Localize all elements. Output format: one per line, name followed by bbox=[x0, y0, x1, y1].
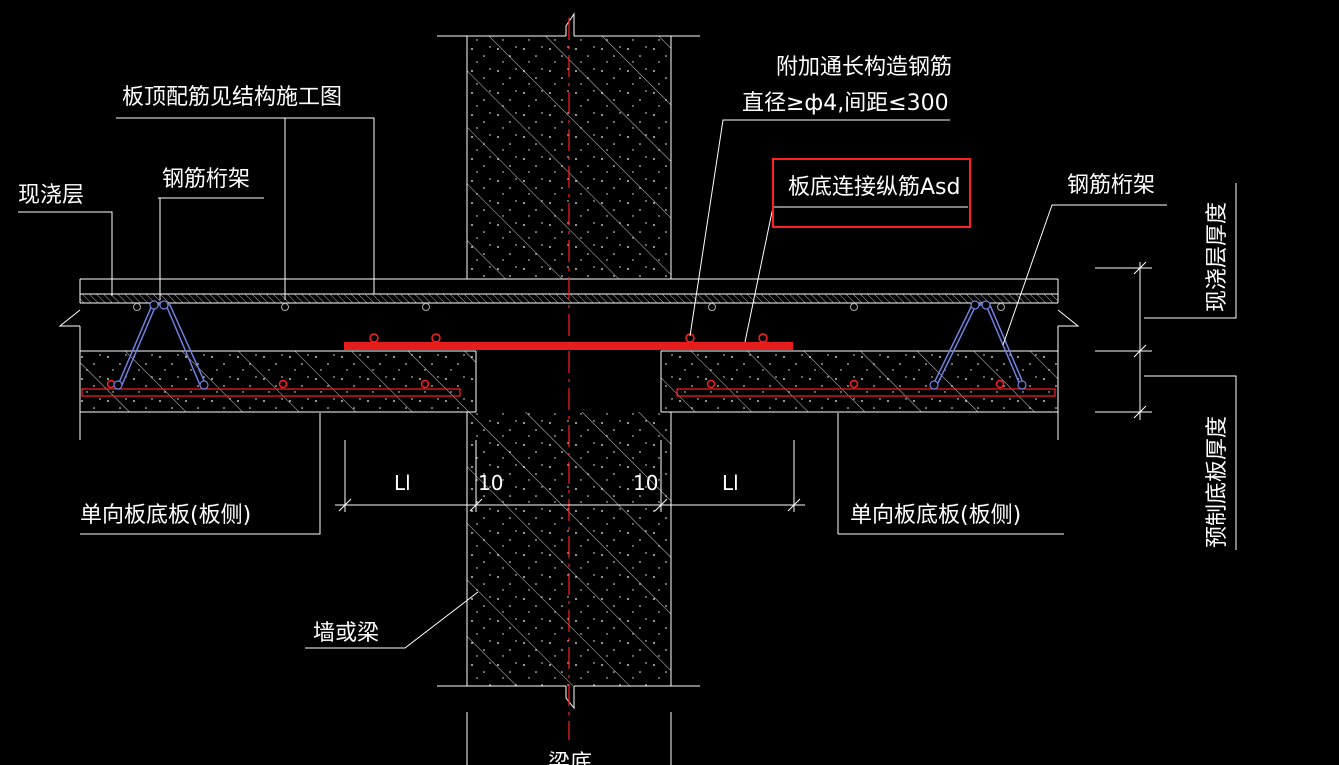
dim-right-gap: 10 bbox=[633, 471, 658, 495]
label-additional-rebar-1: 附加通长构造钢筋 bbox=[776, 55, 952, 80]
label-slab-right: 单向板底板(板侧) bbox=[850, 503, 1021, 528]
label-truss-left: 钢筋桁架 bbox=[162, 167, 250, 192]
bottom-connection-rebar bbox=[106, 333, 1005, 389]
label-top-rebar-note: 板顶配筋见结构施工图 bbox=[122, 85, 342, 110]
label-additional-rebar-2: 直径≥ф4,间距≤300 bbox=[742, 91, 949, 116]
label-slab-left: 单向板底板(板侧) bbox=[80, 503, 251, 528]
highlight-box bbox=[772, 158, 971, 228]
label-wall-or-beam: 墙或梁 bbox=[313, 621, 379, 646]
dim-left-length: Ll bbox=[394, 471, 411, 495]
dim-left-gap: 10 bbox=[478, 471, 503, 495]
steel-truss-left bbox=[113, 300, 209, 390]
label-truss-right: 钢筋桁架 bbox=[1067, 173, 1155, 198]
precast-slab-left bbox=[79, 326, 477, 440]
dim-right-length: Ll bbox=[722, 471, 739, 495]
thickness-dimensions bbox=[1095, 183, 1237, 550]
label-precast-thickness: 预制底板厚度 bbox=[1205, 416, 1230, 548]
label-beam-bottom: 梁底 bbox=[548, 751, 592, 765]
label-cast-thickness: 现浇层厚度 bbox=[1205, 202, 1230, 312]
label-cast-layer: 现浇层 bbox=[18, 183, 84, 208]
precast-slab-right bbox=[660, 326, 1059, 440]
dimension-lines bbox=[335, 440, 805, 512]
label-bottom-connection-rebar: 板底连接纵筋Asd bbox=[788, 175, 960, 200]
